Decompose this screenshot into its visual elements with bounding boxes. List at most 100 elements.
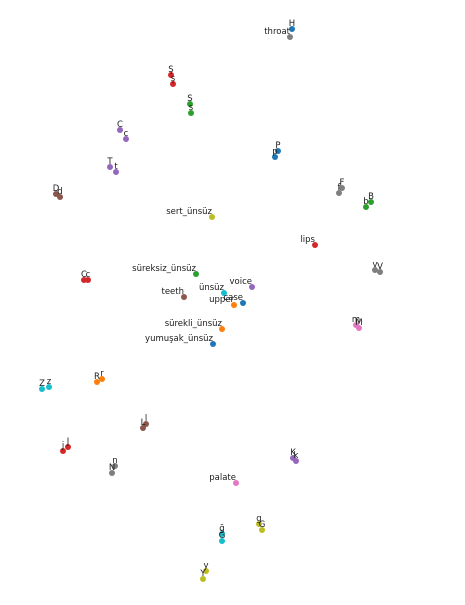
point-label-sert-ns-z-18: sert_ünsüz	[166, 207, 212, 217]
point-label-z-37: z	[47, 377, 52, 387]
point-label-p-9: p	[272, 147, 277, 157]
point-label-upper-28: upper	[209, 295, 234, 305]
point-label-c-23: c	[86, 270, 91, 280]
point-l-39	[140, 425, 146, 431]
point-c-23	[85, 277, 91, 283]
point-m-31	[356, 325, 362, 331]
point-label-voice-25: voice	[230, 277, 253, 287]
point-label-m-31: M	[355, 318, 362, 328]
point-label-v-20: v	[372, 260, 377, 270]
point-s-rekli-ns-z-32	[219, 326, 225, 332]
point-glyph-2	[168, 72, 174, 78]
point-k-43	[293, 458, 299, 464]
point-label-l-39: L	[141, 418, 146, 428]
point-c-6	[117, 127, 123, 133]
point-label-d-15: d	[57, 187, 62, 197]
point-f-12	[339, 185, 345, 191]
point-r-35	[99, 376, 105, 382]
point-label-c-6: C	[117, 120, 123, 130]
point-voice-25	[249, 284, 255, 290]
point-n-45	[109, 470, 115, 476]
point-z-36	[39, 386, 45, 392]
point-f-13	[336, 190, 342, 196]
point-p-8	[275, 148, 281, 154]
point-c-7	[123, 136, 129, 142]
point-label-f-12: F	[340, 178, 345, 188]
point-label-j-40: J	[66, 437, 70, 447]
point-label-h-0: H	[289, 19, 295, 29]
point-s-4	[187, 101, 193, 107]
point-teeth-26	[181, 294, 187, 300]
point-j-41	[60, 448, 66, 454]
point-label-glyph-50: Ğ	[219, 529, 226, 541]
point-label-j-41: j	[61, 441, 64, 451]
point-label-b-17: b	[363, 197, 368, 207]
point-label-n-45: N	[109, 463, 115, 473]
point-label-v-21: V	[377, 262, 383, 272]
point-label-y-52: Y	[199, 569, 206, 579]
point-glyph-50	[219, 538, 225, 544]
point-label-z-36: Z	[39, 379, 45, 389]
point-t-10	[107, 164, 113, 170]
point-g-48	[259, 527, 265, 533]
point-y-52	[200, 576, 206, 582]
point-label-s-5: s	[189, 103, 194, 113]
point-label-glyph-3: ş	[171, 74, 176, 84]
point-label-p-8: P	[275, 141, 280, 151]
point-label-y-51: y	[203, 561, 208, 571]
point-h-0	[289, 26, 295, 32]
point-sert-ns-z-18	[209, 214, 215, 220]
point-label-r-35: r	[100, 369, 104, 379]
point-d-15	[57, 194, 63, 200]
point-label-throat-1: throat	[264, 27, 290, 37]
point-label-s-reksiz-ns-z-24: süreksiz_ünsüz	[132, 264, 196, 274]
point-label-n-44: n	[112, 456, 117, 466]
point-label-r-34: R	[94, 372, 100, 382]
point-label-lips-19: lips	[300, 235, 315, 245]
point-j-40	[65, 444, 71, 450]
point-r-34	[94, 379, 100, 385]
point-label-f-13: f	[338, 183, 342, 193]
point-label-s-rekli-ns-z-32: sürekli_ünsüz	[165, 319, 223, 329]
point-y-51	[203, 568, 209, 574]
point-z-37	[46, 384, 52, 390]
point-label-m-30: m	[352, 315, 360, 325]
point-label-k-43: k	[294, 451, 299, 461]
point-lips-19	[312, 242, 318, 248]
point-label-teeth-26: teeth	[161, 287, 184, 297]
point-v-21	[377, 269, 383, 275]
point-glyph-49	[219, 531, 225, 537]
point-label-case-29: case	[223, 293, 243, 303]
point-label-b-16: B	[368, 192, 374, 202]
point-label-s-4: S	[187, 94, 192, 104]
point-label-glyph-2: Ş	[168, 65, 173, 75]
point-s-reksiz-ns-z-24	[193, 271, 199, 277]
point-v-20	[372, 267, 378, 273]
point-label-g-47: g	[256, 514, 261, 524]
point-label-t-10: T	[106, 157, 113, 167]
point-throat-1	[287, 34, 293, 40]
point-label-palate-46: palate	[209, 473, 236, 483]
point-case-29	[240, 300, 246, 306]
point-label-c-22: C	[81, 270, 87, 280]
point-g-47	[256, 521, 262, 527]
point-n-44	[112, 463, 118, 469]
point-s-5	[188, 110, 194, 116]
point-b-17	[363, 204, 369, 210]
point-yumu-ak-ns-z-33	[210, 341, 216, 347]
point-b-16	[368, 199, 374, 205]
point-label-ns-z-27: ünsüz	[199, 283, 225, 293]
point-glyph-3	[170, 81, 176, 87]
point-label-l-38: l	[145, 414, 147, 424]
point-label-c-7: c	[124, 129, 129, 139]
point-palate-46	[233, 480, 239, 486]
point-label-t-11: t	[114, 162, 118, 172]
point-label-g-48: G	[259, 520, 266, 530]
point-label-yumu-ak-ns-z-33: yumuşak_ünsüz	[145, 334, 213, 344]
point-upper-28	[231, 302, 237, 308]
point-t-11	[113, 169, 119, 175]
point-label-d-14: D	[53, 184, 60, 194]
point-label-glyph-49: ğ	[219, 524, 224, 534]
